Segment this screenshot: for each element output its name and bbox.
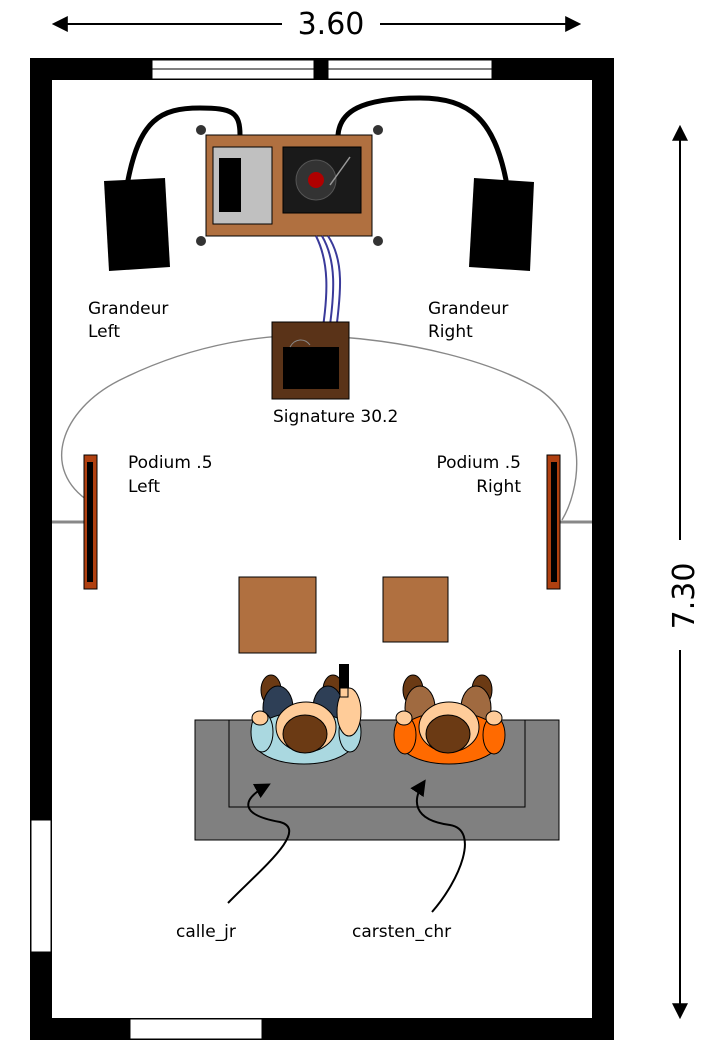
side-table-right: [382, 576, 449, 643]
grandeur-right-label-line2: Right: [428, 322, 473, 342]
listener-1-label: calle_jr: [176, 922, 236, 942]
height-label: 7.30: [667, 563, 702, 630]
signature-label: Signature 30.2: [273, 407, 398, 427]
grandeur-right-speaker: [469, 178, 534, 271]
grandeur-left-label-line1: Grandeur: [88, 299, 168, 319]
height-dimension: 7.30: [667, 124, 702, 1020]
podium-right-label-line1: Podium .5: [436, 453, 521, 473]
grandeur-left-label-line2: Left: [88, 322, 120, 342]
podium-left-label-line1: Podium .5: [128, 453, 213, 473]
remote-control: [339, 664, 349, 692]
speaker-cables: [125, 95, 509, 183]
podium-left-speaker: [52, 454, 98, 590]
side-table-left: [238, 576, 317, 654]
podium-left-label-line2: Left: [128, 477, 160, 497]
pointer-arrows: [227, 779, 466, 913]
listener-calle-jr: [250, 664, 362, 765]
podium-right-speaker: [546, 454, 592, 590]
windows: [30, 59, 493, 1040]
podium-right-label-line2: Right: [476, 477, 521, 497]
width-dimension: 3.60: [51, 7, 582, 42]
listener-2-label: carsten_chr: [352, 922, 451, 942]
signature-subwoofer: [271, 321, 350, 400]
equipment-rack: [196, 125, 383, 246]
listener-carsten-chr: [393, 674, 506, 765]
grandeur-left-speaker: [104, 178, 170, 271]
grandeur-right-label-line1: Grandeur: [428, 299, 508, 319]
width-label: 3.60: [298, 7, 365, 42]
